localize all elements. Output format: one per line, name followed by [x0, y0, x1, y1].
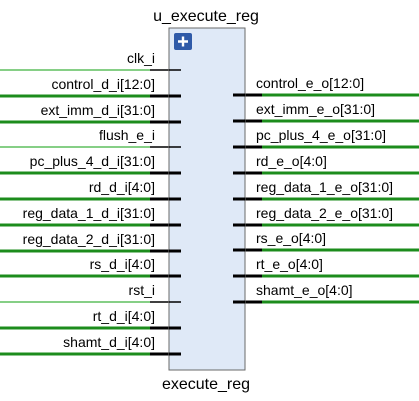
output-port[interactable]: shamt_e_o[4:0]: [233, 282, 419, 304]
input-port-label: clk_i: [127, 50, 155, 66]
input-port[interactable]: shamt_d_i[4:0]: [0, 334, 181, 356]
output-port[interactable]: rs_e_o[4:0]: [233, 230, 419, 252]
input-port-label: reg_data_2_d_i[31:0]: [23, 231, 155, 247]
output-port[interactable]: rt_e_o[4:0]: [233, 256, 419, 278]
input-port-label: rt_d_i[4:0]: [93, 308, 155, 324]
output-port[interactable]: reg_data_1_e_o[31:0]: [233, 179, 419, 201]
output-port[interactable]: control_e_o[12:0]: [233, 75, 419, 97]
input-port-label: control_d_i[12:0]: [51, 76, 155, 92]
input-port-label: pc_plus_4_d_i[31:0]: [30, 153, 155, 169]
input-port[interactable]: rt_d_i[4:0]: [0, 308, 181, 330]
input-port-label: reg_data_1_d_i[31:0]: [23, 205, 155, 221]
input-port-label: shamt_d_i[4:0]: [63, 334, 155, 350]
input-port[interactable]: flush_e_i: [0, 127, 181, 148]
module-block[interactable]: [168, 27, 246, 371]
output-ports: control_e_o[12:0] ext_imm_e_o[31:0] pc_plu…: [233, 75, 419, 304]
output-port[interactable]: rd_e_o[4:0]: [233, 153, 419, 175]
input-port[interactable]: ext_imm_d_i[31:0]: [0, 102, 181, 124]
input-port-label: rst_i: [129, 282, 155, 298]
input-port[interactable]: pc_plus_4_d_i[31:0]: [0, 153, 181, 175]
input-port[interactable]: reg_data_1_d_i[31:0]: [0, 205, 181, 227]
output-port-label: reg_data_2_e_o[31:0]: [256, 205, 393, 221]
input-port[interactable]: rd_d_i[4:0]: [0, 179, 181, 201]
output-port-label: rt_e_o[4:0]: [256, 256, 323, 272]
output-port-label: rd_e_o[4:0]: [256, 153, 327, 169]
input-port-label: rs_d_i[4:0]: [90, 256, 155, 272]
input-port-label: ext_imm_d_i[31:0]: [41, 102, 155, 118]
input-port[interactable]: clk_i: [0, 50, 181, 71]
input-port-label: flush_e_i: [99, 127, 155, 143]
output-port-label: ext_imm_e_o[31:0]: [256, 101, 375, 117]
input-port[interactable]: rs_d_i[4:0]: [0, 256, 181, 278]
module-name: execute_reg: [162, 376, 250, 393]
output-port-label: reg_data_1_e_o[31:0]: [256, 179, 393, 195]
instance-name: u_execute_reg: [153, 8, 259, 25]
input-ports: clk_i control_d_i[12:0] ext_imm_d_i[31:0]f…: [0, 50, 181, 356]
pin-overlay: [169, 69, 245, 356]
output-port[interactable]: pc_plus_4_e_o[31:0]: [233, 127, 419, 149]
input-port[interactable]: control_d_i[12:0]: [0, 76, 181, 98]
output-port[interactable]: ext_imm_e_o[31:0]: [233, 101, 419, 123]
output-port[interactable]: reg_data_2_e_o[31:0]: [233, 205, 419, 227]
output-port-label: control_e_o[12:0]: [256, 75, 364, 91]
input-port[interactable]: reg_data_2_d_i[31:0]: [0, 231, 181, 253]
output-port-label: pc_plus_4_e_o[31:0]: [256, 127, 386, 143]
output-port-label: rs_e_o[4:0]: [256, 230, 326, 246]
input-port[interactable]: rst_i: [0, 282, 181, 303]
input-port-label: rd_d_i[4:0]: [89, 179, 155, 195]
output-port-label: shamt_e_o[4:0]: [256, 282, 353, 298]
plus-icon[interactable]: [174, 33, 192, 50]
